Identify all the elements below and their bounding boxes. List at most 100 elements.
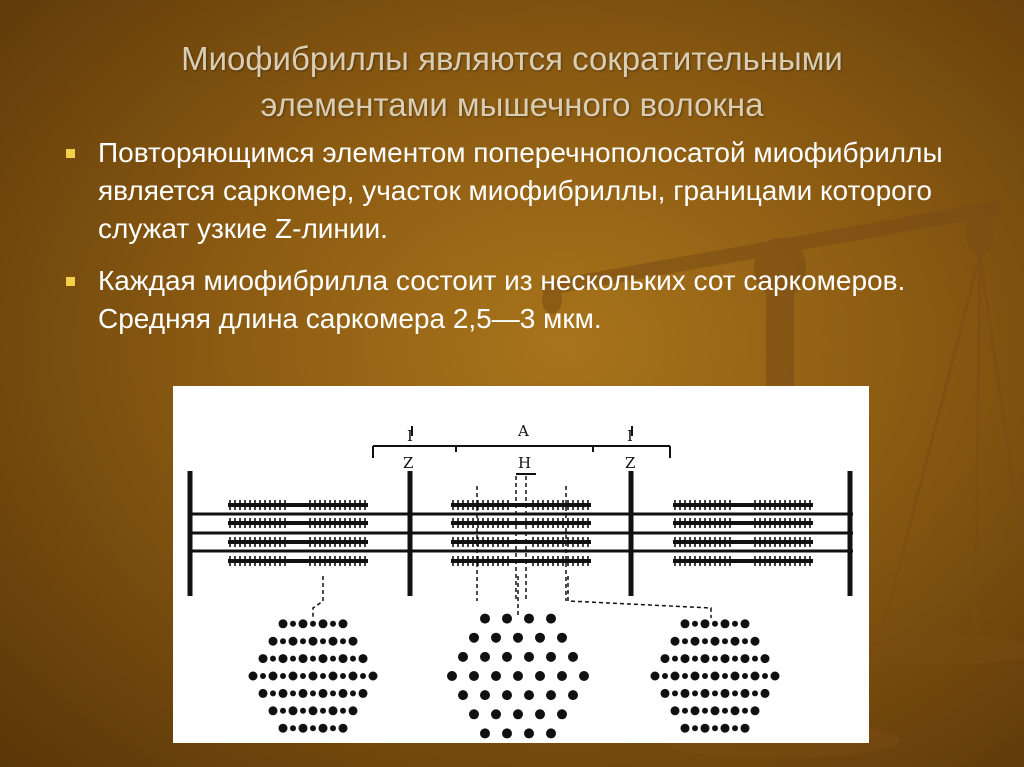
thick-filament-dot	[298, 619, 308, 629]
thin-filament-dot	[712, 655, 718, 662]
thick-filament-dot	[491, 709, 501, 720]
thin-filament-dot	[270, 655, 276, 662]
thick-filament-dot	[690, 636, 700, 646]
thin-filament-dot	[732, 690, 738, 697]
thick-filament-dot	[760, 654, 770, 664]
bullet-list: Повторяющимся элементом поперечнополосат…	[66, 134, 946, 352]
thick-filament-dot	[502, 728, 512, 739]
thin-filament-dot	[270, 690, 276, 697]
thin-filament-dot	[340, 638, 346, 645]
sarcomere-diagram-svg: I A I Z H Z	[187, 422, 853, 739]
thick-filament-dot	[328, 636, 338, 646]
thin-filament-dot	[300, 673, 306, 679]
thin-filament-dot	[350, 655, 356, 662]
thick-filament-dot	[298, 688, 308, 698]
thick-filament-dot	[557, 632, 567, 643]
thin-filament-dot	[762, 673, 768, 679]
thick-filament-dot	[348, 671, 358, 681]
thick-filament-dot	[348, 636, 358, 646]
thin-filament-dot	[290, 655, 296, 662]
thick-filament-dot	[524, 651, 534, 662]
bullet-item: Каждая миофибрилла состоит из нескольких…	[66, 262, 946, 338]
thick-filament-dot	[760, 688, 770, 698]
thin-filament-dot	[752, 655, 758, 662]
thin-filament-dot	[722, 638, 728, 645]
thin-filament-dot	[712, 725, 718, 732]
thin-filament-dot	[702, 638, 708, 645]
thick-filament-dot	[480, 613, 490, 624]
thin-filament-dot	[300, 707, 306, 714]
z-line-left-label: Z	[403, 454, 413, 472]
thick-filament-dot	[700, 723, 710, 733]
thin-filament-dot	[682, 673, 688, 679]
thick-filament-dot	[546, 728, 556, 739]
thick-filament-dot	[513, 632, 523, 643]
thin-filament-dot	[732, 655, 738, 662]
thin-filament-dot	[290, 725, 296, 732]
thick-filament-dot	[480, 651, 490, 662]
thin-filament-dot	[742, 638, 748, 645]
thick-filament-dot	[318, 688, 328, 698]
thick-filament-dot	[690, 706, 700, 716]
thin-filament-dot	[280, 673, 286, 679]
thin-filament-dot	[340, 707, 346, 714]
thick-filament-dot	[557, 671, 567, 681]
thick-filament-dot	[680, 619, 690, 629]
thin-filament-dot	[692, 655, 698, 662]
thick-filament-dot	[568, 651, 578, 662]
thick-filament-dot	[535, 632, 545, 643]
thick-filament-dot	[535, 671, 545, 681]
thick-filament-dot	[579, 671, 589, 681]
thick-filament-dot	[268, 706, 278, 716]
thick-filament-dot	[328, 671, 338, 681]
thin-filament-dot	[360, 673, 366, 679]
thick-filament-dot	[720, 723, 730, 733]
thin-filament-dot	[682, 707, 688, 714]
thick-filament-dot	[458, 690, 468, 701]
thick-filament-dot	[278, 619, 288, 629]
thin-filament-dot	[702, 707, 708, 714]
thin-filament-dot	[290, 620, 296, 627]
thin-filament-dot	[692, 725, 698, 732]
thick-filament-dot	[680, 688, 690, 698]
thick-filament-dot	[328, 706, 338, 716]
thick-filament-dot	[546, 690, 556, 701]
thick-filament-dot	[469, 671, 479, 681]
thick-filament-dot	[298, 654, 308, 664]
thick-filament-dot	[469, 632, 479, 643]
bullet-text-1: Повторяющимся элементом поперечнополосат…	[98, 137, 943, 244]
thick-filament-dot	[318, 654, 328, 664]
thick-filament-dot	[502, 690, 512, 701]
thick-filament-dot	[258, 688, 268, 698]
thick-filament-dot	[308, 706, 318, 716]
thin-filament-dot	[712, 620, 718, 627]
thick-filament-dot	[318, 619, 328, 629]
thick-filament-dot	[730, 671, 740, 681]
thick-filament-dot	[458, 651, 468, 662]
square-bullet-icon	[66, 277, 75, 286]
a-band-label: A	[517, 422, 529, 440]
thick-filament-dot	[502, 651, 512, 662]
thin-filament-dot	[310, 655, 316, 662]
bullet-item: Повторяющимся элементом поперечнополосат…	[66, 134, 946, 248]
thick-filament-dot	[750, 636, 760, 646]
thick-filament-dot	[557, 709, 567, 720]
thick-filament-dot	[248, 671, 258, 681]
thick-filament-dot	[308, 636, 318, 646]
thick-filament-dot	[278, 688, 288, 698]
z-line-right-label: Z	[625, 454, 635, 472]
thick-filament-dot	[338, 723, 348, 733]
thick-filament-dot	[288, 636, 298, 646]
square-bullet-icon	[66, 149, 75, 158]
thick-filament-dot	[740, 654, 750, 664]
connector-line	[567, 576, 712, 618]
thick-filament-dot	[720, 654, 730, 664]
thin-filament-dot	[320, 707, 326, 714]
bullet-text-2: Каждая миофибрилла состоит из нескольких…	[98, 265, 906, 334]
thin-filament-dot	[742, 673, 748, 679]
thin-filament-dot	[330, 690, 336, 697]
thick-filament-dot	[278, 654, 288, 664]
h-zone-label: H	[518, 454, 531, 472]
thin-filament-dot	[692, 690, 698, 697]
thick-filament-dot	[710, 706, 720, 716]
